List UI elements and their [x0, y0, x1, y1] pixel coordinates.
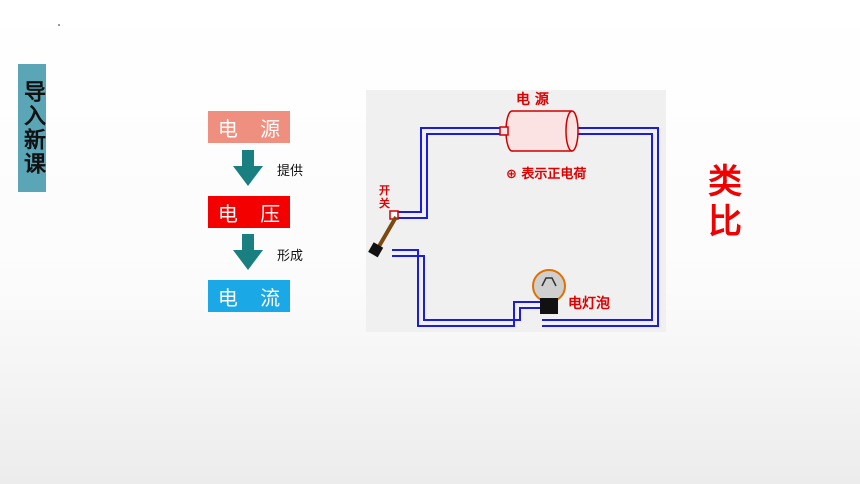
circuit-diagram-svg: 电 源 ⊕ 表示正电荷 开 关 电灯泡 [366, 90, 666, 332]
battery-icon [499, 110, 579, 152]
circuit-wire [392, 127, 659, 327]
side-title: 导入新课 [18, 64, 46, 192]
analogy-char-1: 类 [708, 162, 742, 202]
down-arrow-icon [233, 234, 263, 270]
positive-charge-label: ⊕ 表示正电荷 [506, 166, 586, 182]
provides-label: 提供 [277, 164, 304, 179]
power-source-label: 电 源 [516, 91, 549, 108]
flow-box-source: 电 源 [208, 111, 290, 143]
decorative-dot [58, 24, 60, 26]
switch-label-top: 开 [379, 184, 390, 197]
flow-box-current: 电 流 [208, 280, 290, 312]
circuit-diagram: 电 源 ⊕ 表示正电荷 开 关 电灯泡 [366, 90, 666, 332]
bulb-label: 电灯泡 [568, 295, 610, 312]
analogy-char-2: 比 [708, 202, 742, 242]
down-arrow-icon [233, 150, 263, 186]
light-bulb-icon [532, 269, 566, 314]
flow-box-voltage: 电 压 [208, 196, 290, 228]
switch-label-bottom: 关 [379, 196, 390, 210]
forms-label: 形成 [277, 249, 304, 264]
analogy-title: 类 比 [708, 162, 742, 242]
switch-icon [368, 210, 399, 258]
